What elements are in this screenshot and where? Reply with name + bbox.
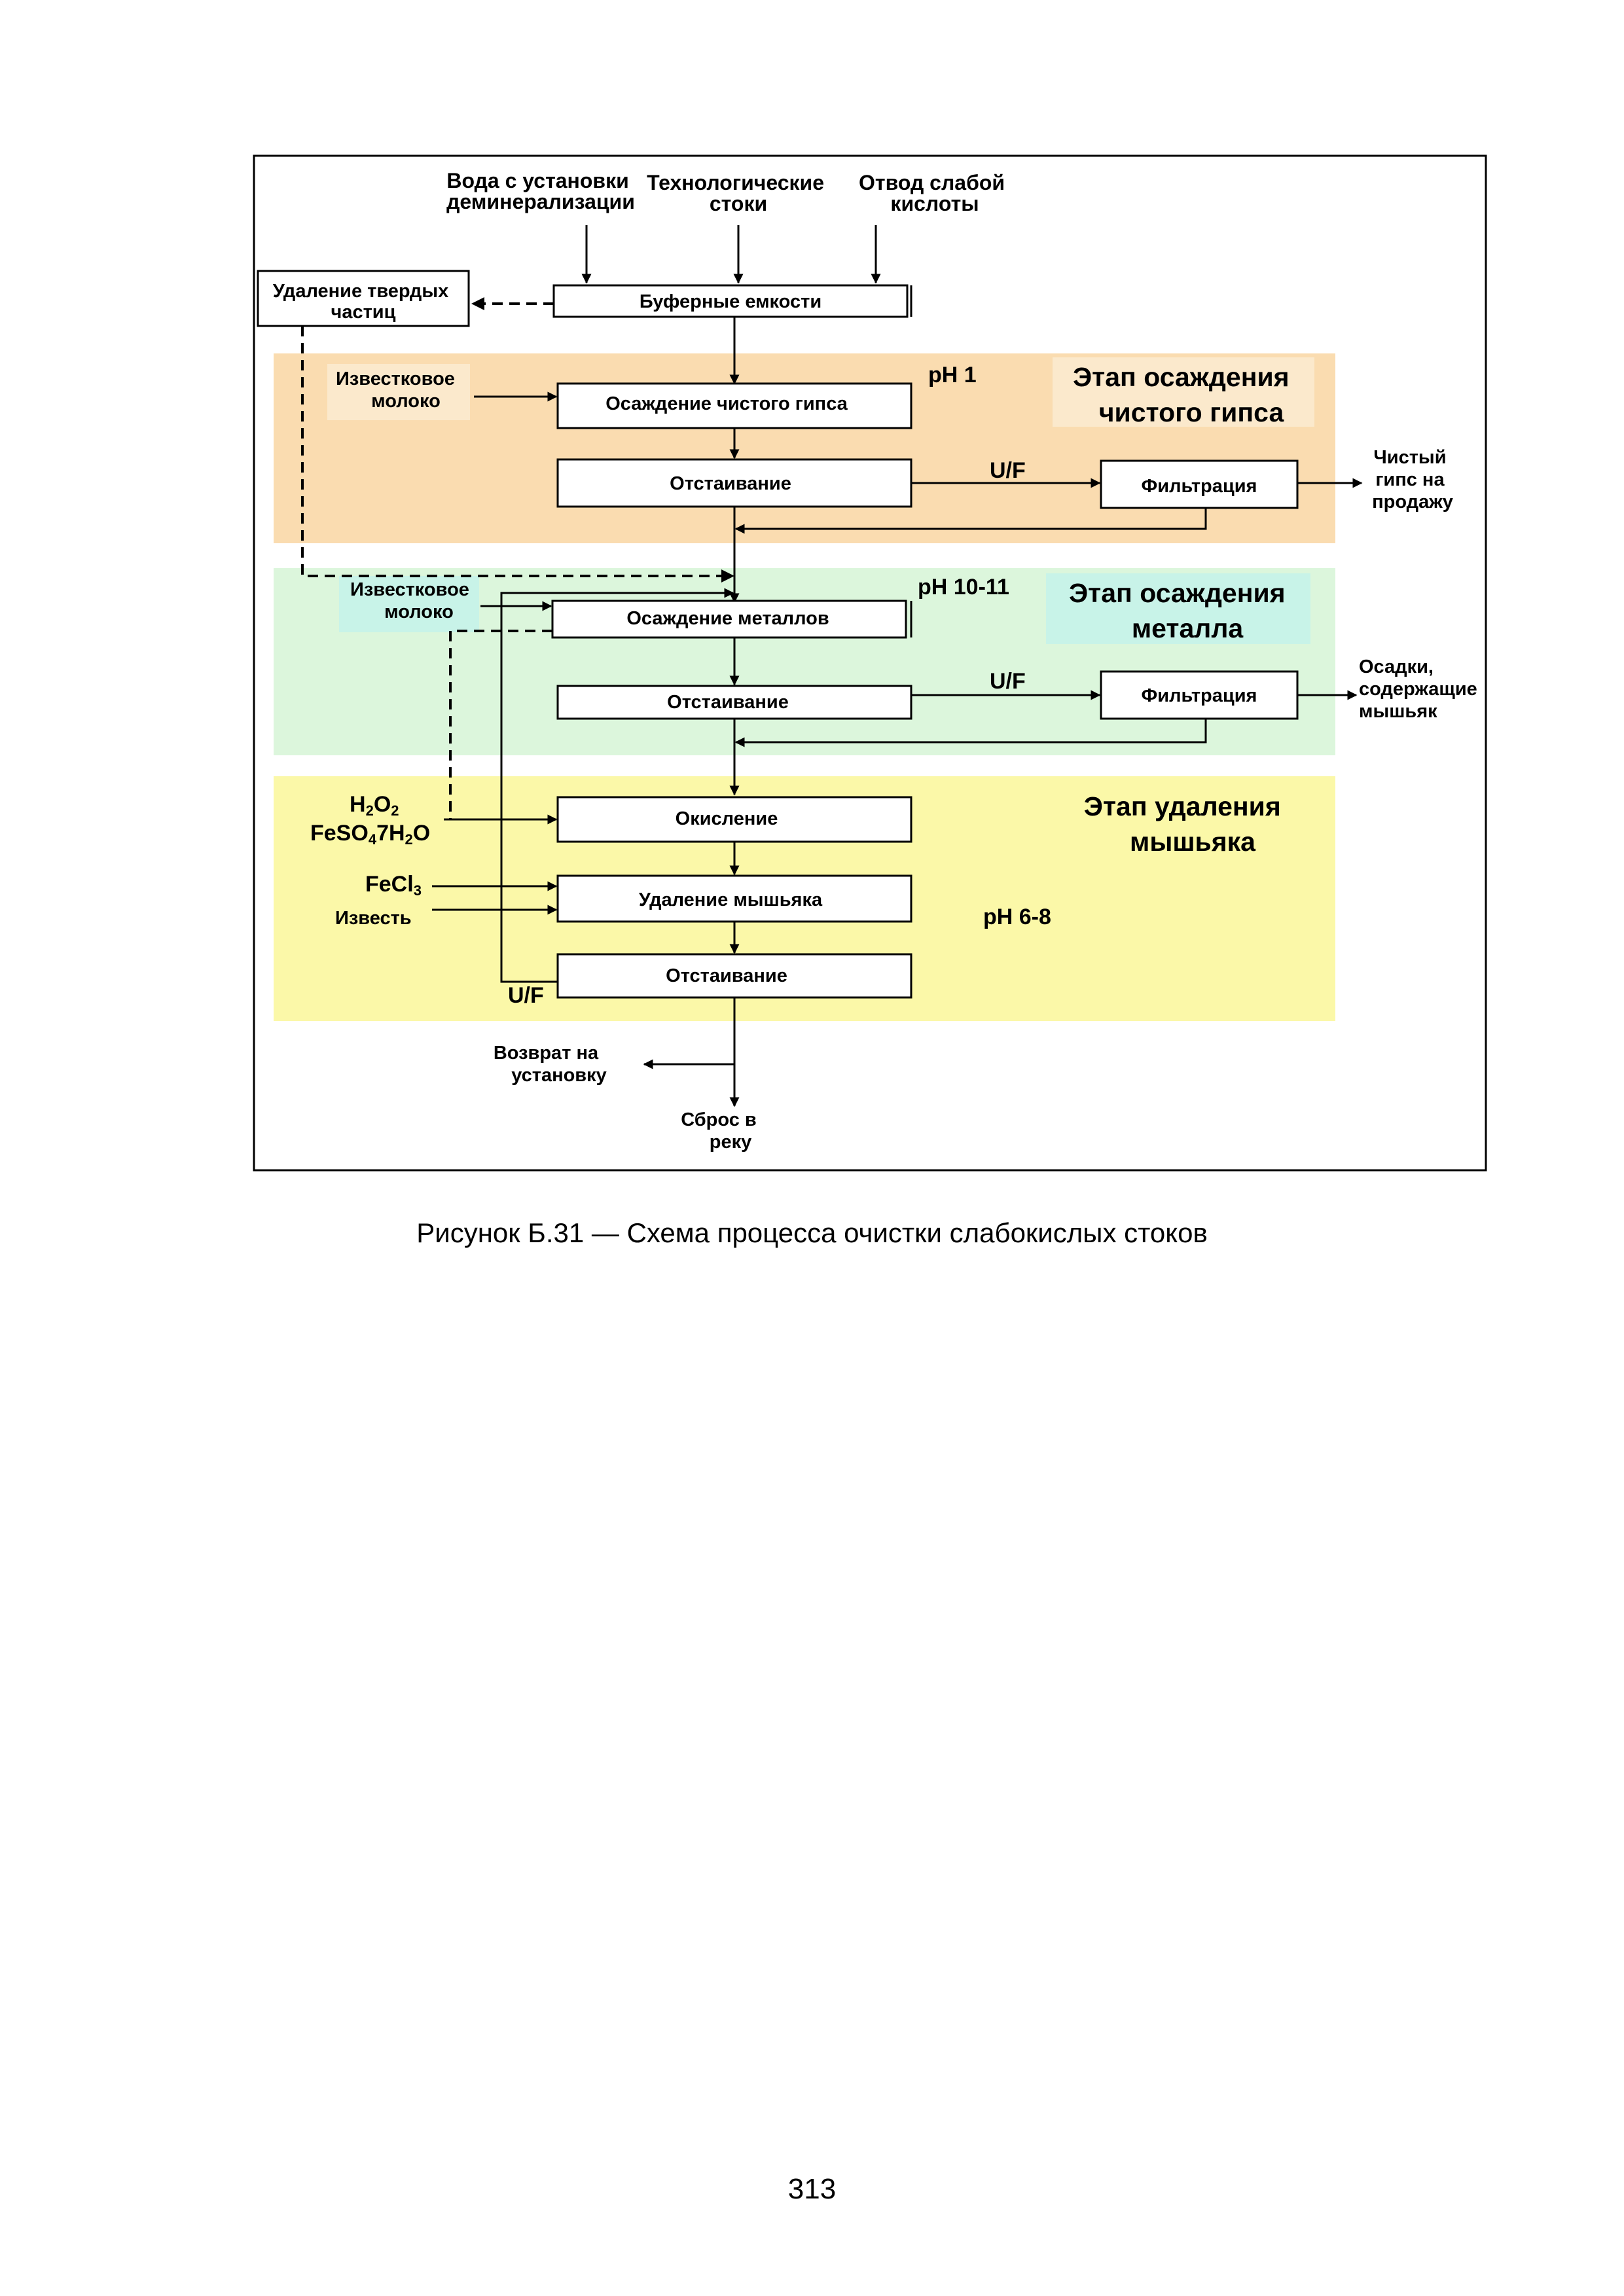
output-return: Возврат на установку [494,1043,607,1086]
stage1-title-background [1053,357,1314,427]
stage2-lime-milk: Известковое молоко [350,579,475,622]
input-weak-acid: Отвод слабой кислоты [859,171,1011,215]
page-number: 313 [787,2173,837,2205]
stage2-uf-label: U/F [990,669,1026,694]
output-discharge: Сброс в реку [681,1109,762,1153]
stage3-ph: pH 6-8 [983,905,1051,929]
reagent-h2o2: H2O2 [350,792,399,819]
stage1-uf-label: U/F [990,458,1026,483]
stage3-settling-label: Отстаивание [666,965,787,986]
stage2-ph: pH 10-11 [918,575,1009,600]
oxidation-label: Окисление [676,808,778,829]
arsenic-removal-label: Удаление мышьяка [639,889,823,910]
oxidation-box [556,796,912,843]
solids-removal-box [257,270,470,327]
gypsum-precipitation-label: Осаждение чистого гипса [605,393,848,414]
stage2-settling-label: Отстаивание [667,692,789,713]
metal-precipitation-box [551,600,907,639]
stage1-filtration-label: Фильтрация [1142,476,1257,497]
stage3-title: Этап удаления мышьяка [1084,791,1288,857]
stage3-settling-box [556,953,912,999]
stage1-filtration-box [1100,459,1299,509]
stage3-uf-label: U/F [508,983,544,1008]
stage1-lime-milk: Известковое молоко [336,368,460,412]
diagram-frame [253,154,1487,1172]
buffer-tanks-box [552,284,909,318]
reagent-lime: Известь [335,908,412,929]
stage2-lime-background [339,576,479,632]
stage1-lime-background [327,364,470,420]
stage1-ph: pH 1 [928,363,977,387]
reagent-fecl3: FeCl3 [365,872,422,899]
stage1-settling-label: Отстаивание [670,473,791,494]
process-flow-diagram: Вода с установки деминерализации Техноло… [253,154,1487,1172]
input-process-effluent: Технологические стоки [647,171,830,215]
solids-removal-label: Удаление твердых частиц [273,281,454,323]
figure-caption: Рисунок Б.31 — Схема процесса очистки сл… [416,1217,1208,1248]
input-demin-water: Вода с установки деминерализации [446,169,635,213]
stage2-title-background [1046,573,1310,644]
metal-precipitation-label: Осаждение металлов [626,608,829,629]
stage2-filtration-label: Фильтрация [1142,685,1257,706]
buffer-tanks-label: Буферные емкости [640,291,821,312]
stage1-title: Этап осаждения чистого гипса [1073,362,1297,427]
reagent-feso4: FeSO47H2O [310,821,430,848]
stage2-product: Осадки, содержащие мышьяк [1359,656,1483,722]
stage2-title: Этап осаждения металла [1069,578,1293,643]
stage1-product: Чистый гипс на продажу [1372,447,1453,512]
stage2-settling-box [556,685,912,720]
